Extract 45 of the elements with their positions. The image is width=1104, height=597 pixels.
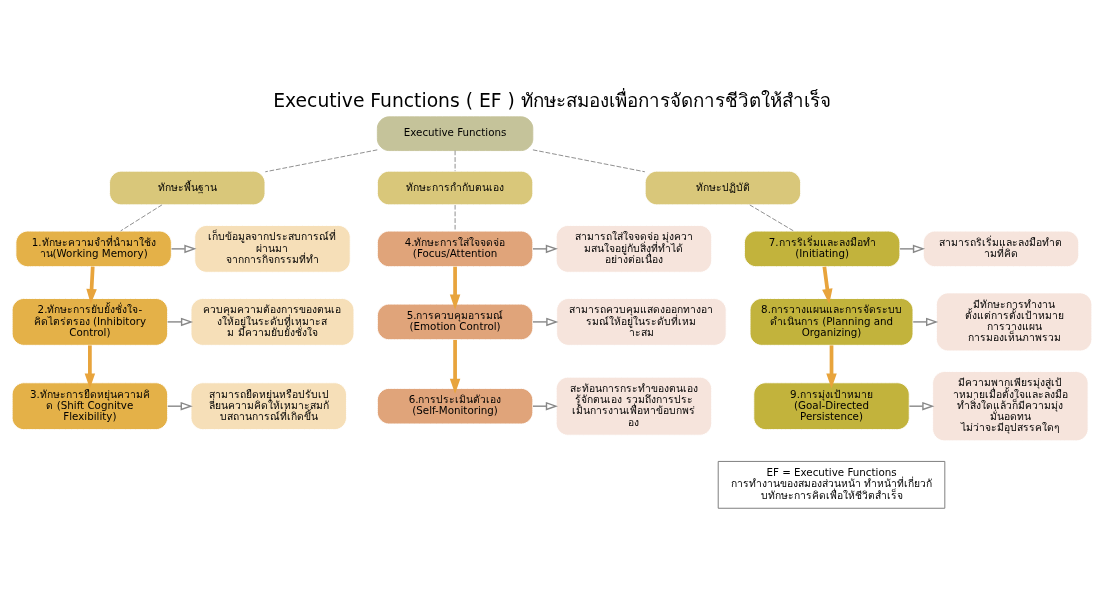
node-box: 5.การควบคุมอารมณ์ (Emotion Control) xyxy=(376,303,534,341)
node-box: 9.การมุ่งเป้าหมาย (Goal-Directed Persistence) xyxy=(753,382,910,431)
connector xyxy=(120,204,163,232)
arrow xyxy=(532,244,558,254)
arrow xyxy=(912,317,939,327)
node-box: มีความพากเพียรมุ่งสู่เป้าหมายเมื่อตั้งใจและลงมือทำสิ่งใดแล้วก็มีความมุ่งมั่นอดทน ไม่ว่าจะมีอุปสรรคใดๆ xyxy=(932,371,1089,442)
node-box: สามารถควบคุมแสดงออกทางอารมณ์ให้อยู่ในระดับที่เหมาะสม xyxy=(556,298,727,346)
connector xyxy=(264,149,378,173)
arrow xyxy=(166,317,194,327)
node-box: สามารถริเริ่มและลงมือทำตามที่คิด xyxy=(922,230,1080,268)
arrow xyxy=(449,266,461,310)
node-box: สามารถยืดหยุ่นหรือปรับเปลี่ยนความคิดให้เหมาะสมกับสถานการณ์ที่เกิดขึ้น xyxy=(190,382,347,431)
arrow xyxy=(532,317,559,327)
node-box: EF = Executive Functions การทำงานของสมองส่วนหน้า ทำหน้าที่เกี่ยวกับทักษะการคิดเพื่อให้ชีวิตสำเร็จ xyxy=(717,460,946,509)
arrow xyxy=(899,244,926,254)
node-box: Executive Functions xyxy=(376,116,534,151)
node-box: เก็บข้อมูลจากประสบการณ์ที่ผ่านมา จากการกิจกรรมที่ทำ xyxy=(194,225,351,273)
node-box: 1.ทักษะความจำที่นำมาใช้งาน(Working Memory) xyxy=(15,230,172,268)
connector xyxy=(532,149,646,173)
node-box: 8.การวางแผนและการจัดระบบดำเนินการ (Planning and Organizing) xyxy=(749,298,914,346)
node-box: 7.การริเริ่มและลงมือทำ (Initiating) xyxy=(743,230,901,268)
connector xyxy=(454,150,456,172)
node-box: 3.ทักษะการยืดหยุ่นความคิด (Shift Cognitve Flexibility) xyxy=(11,382,169,431)
node-box: 4.ทักษะการใส่ใจจดจ่อ (Focus/Attention xyxy=(376,230,534,268)
arrow xyxy=(84,345,96,389)
arrow xyxy=(822,266,833,304)
node-box: ทักษะปฏิบัติ xyxy=(644,170,802,206)
arrow xyxy=(532,401,558,411)
diagram-title: Executive Functions ( EF ) ทักษะสมองเพื่อการจัดการชีวิตให้สำเร็จ xyxy=(273,90,831,112)
node-box: ทักษะพื้นฐาน xyxy=(109,170,266,206)
node-box: ควบคุมความต้องการของตนเองให้อยู่ในระดับที่เหมาะสม มีความยับยั้งชั่งใจ xyxy=(190,298,355,346)
node-box: สามารถใส่ใจจดจ่อ มุ่งความสนใจอยู่กับสิ่งที่ทำได้อย่างต่อเนื่อง xyxy=(555,225,713,273)
connector xyxy=(454,204,456,232)
node-box: 6.การประเมินตัวเอง (Self-Monitoring) xyxy=(376,387,534,425)
node-box: 2.ทักษะการยับยั้งชั่งใจ-คิดไตร่ตรอง (Inhibitory Control) xyxy=(11,298,169,346)
arrow xyxy=(826,345,837,389)
arrow xyxy=(167,401,193,411)
arrow xyxy=(86,266,97,304)
arrow xyxy=(170,244,197,254)
connector xyxy=(749,204,794,232)
node-box: มีทักษะการทำงาน ตั้งแต่การตั้งเป้าหมาย การวางแผน การมองเห็นภาพรวม xyxy=(935,292,1093,352)
arrow xyxy=(908,401,935,411)
node-box: สะท้อนการกระทำของตนเอง รู้จักตนเอง รวมถึงการประเมินการงานเพื่อหาข้อบกพร่อง xyxy=(555,376,713,436)
arrow xyxy=(449,339,461,394)
node-box: ทักษะการกำกับตนเอง xyxy=(376,170,534,206)
